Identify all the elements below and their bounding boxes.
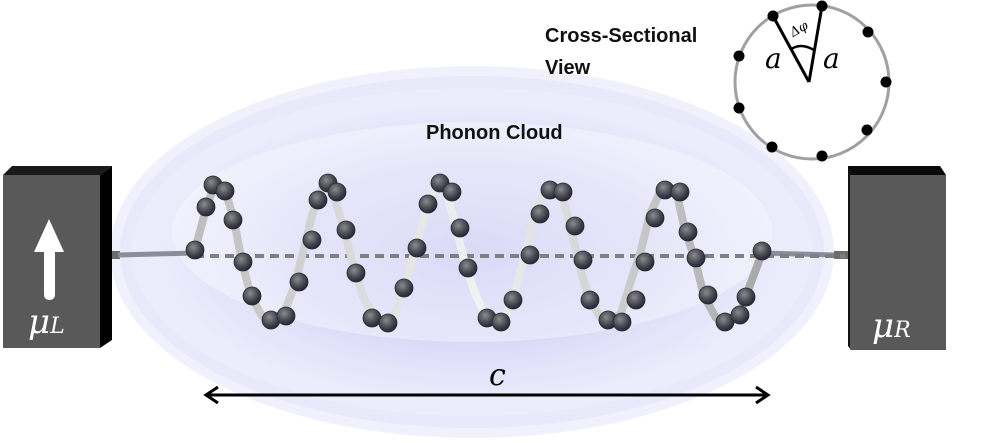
cross-section-label-line2: View bbox=[545, 57, 591, 79]
phonon-cloud-label: Phonon Cloud bbox=[426, 122, 563, 144]
length-label-c: c bbox=[489, 358, 506, 393]
right-lead-mu-label: μR bbox=[872, 306, 911, 346]
radius-label-right: a bbox=[823, 42, 840, 75]
cross-section-diagram bbox=[733, 0, 892, 162]
helix-atoms bbox=[185, 173, 772, 333]
left-lead-mu-label: μL bbox=[28, 302, 65, 342]
length-arrow bbox=[203, 385, 771, 405]
cross-section-label-line1: Cross-Sectional bbox=[545, 25, 698, 47]
radius-label-left: a bbox=[765, 42, 782, 75]
up-arrow-icon bbox=[34, 219, 64, 300]
right-lead-block bbox=[848, 166, 946, 350]
